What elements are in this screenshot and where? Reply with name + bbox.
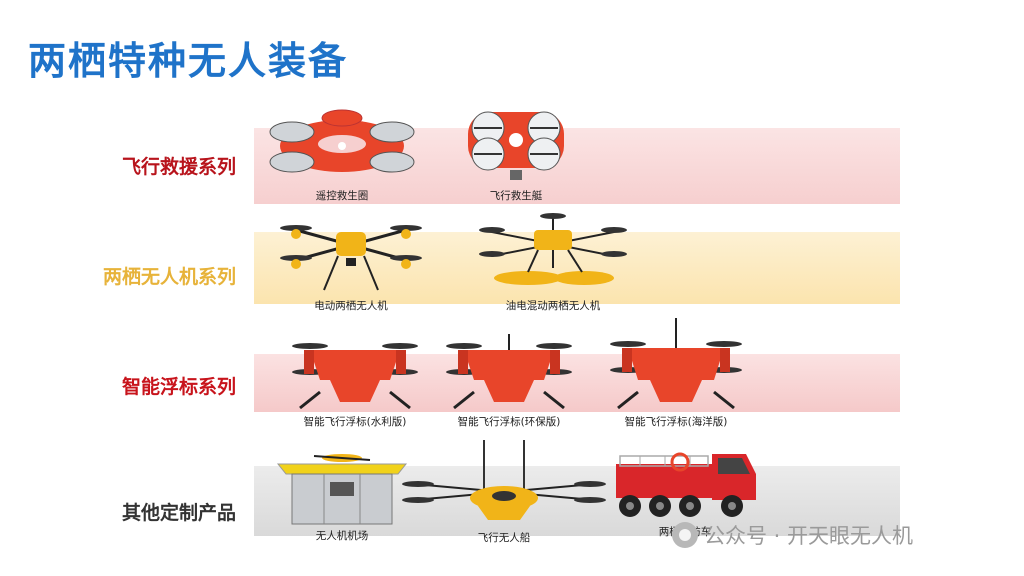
caption-buoy-ocean: 智能飞行浮标(海洋版) (624, 416, 728, 428)
product-buoy-env: 智能飞行浮标(环保版) (444, 334, 574, 429)
caption-buoy-env: 智能飞行浮标(环保版) (457, 416, 561, 428)
caption-drone-hangar: 无人机机场 (315, 530, 369, 542)
caption-rescue-boat: 飞行救生艇 (489, 190, 543, 202)
row-label-buoy: 智能浮标系列 (121, 376, 236, 398)
row-label-amphibious: 两栖无人机系列 (102, 266, 236, 288)
wechat-badge-icon (672, 522, 698, 548)
watermark-text: 公众号 · 开天眼无人机 (704, 524, 914, 548)
product-rescue-ring: 遥控救生圈 (262, 104, 422, 203)
product-flying-boat: 飞行无人船 (402, 440, 606, 545)
caption-flying-boat: 飞行无人船 (477, 532, 531, 544)
watermark: 公众号 · 开天眼无人机 (672, 520, 913, 550)
row-label-custom: 其他定制产品 (121, 502, 236, 524)
product-drone-hangar: 无人机机场 (274, 450, 410, 543)
caption-hybrid-amphibious: 油电混动两栖无人机 (505, 300, 601, 312)
product-electric-amphibious: 电动两栖无人机 (276, 210, 426, 313)
product-fire-truck: 两栖消防车 (610, 444, 760, 539)
caption-rescue-ring: 遥控救生圈 (315, 190, 369, 202)
rescue-boat-drone-icon (468, 111, 564, 180)
flying-boat-drone-icon (402, 440, 606, 520)
rescue-ring-drone-icon (269, 109, 415, 173)
electric-amphibious-drone-icon (280, 225, 422, 291)
page-title: 两栖特种无人装备 (28, 39, 349, 83)
caption-buoy-water: 智能飞行浮标(水利版) (303, 416, 407, 428)
product-buoy-ocean: 智能飞行浮标(海洋版) (606, 318, 746, 429)
caption-electric-amphibious: 电动两栖无人机 (314, 300, 388, 312)
flying-buoy-drone-icon (446, 334, 572, 410)
drone-hangar-icon (276, 454, 408, 525)
flying-buoy-drone-icon (292, 343, 418, 410)
row-label-rescue: 飞行救援系列 (121, 156, 236, 178)
fire-truck-icon (616, 452, 756, 517)
product-hybrid-amphibious: 油电混动两栖无人机 (478, 210, 628, 313)
product-rescue-boat: 飞行救生艇 (456, 100, 576, 203)
hybrid-amphibious-drone-icon (479, 213, 627, 285)
product-buoy-water: 智能飞行浮标(水利版) (290, 336, 420, 429)
flying-buoy-drone-icon (610, 318, 742, 410)
